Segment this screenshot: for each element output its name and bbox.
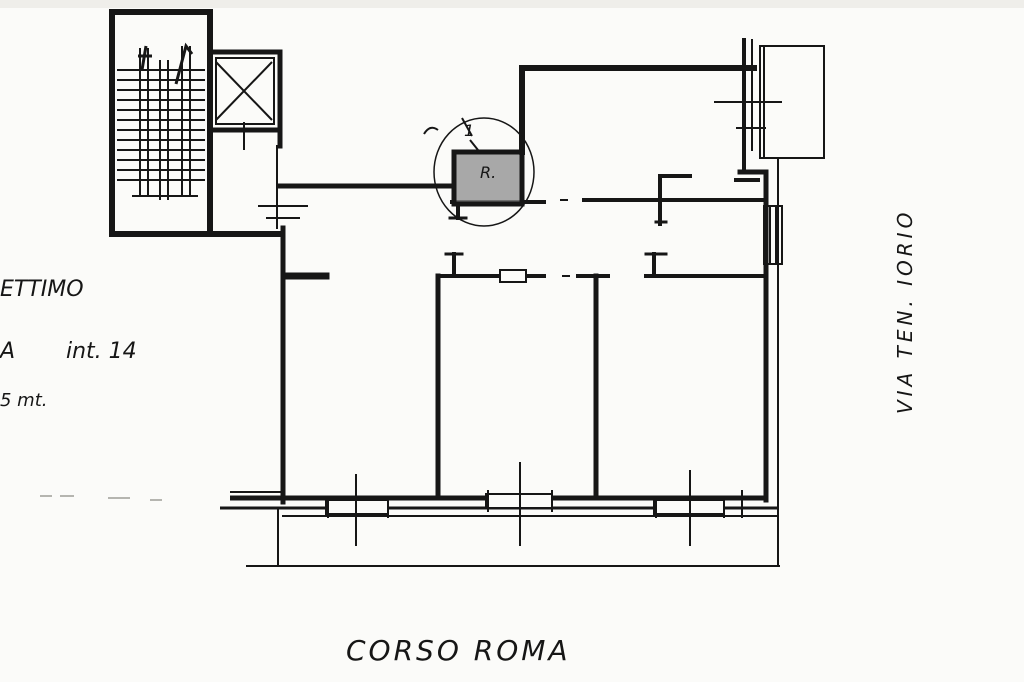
east-window bbox=[763, 205, 783, 265]
elevator-cross-b bbox=[215, 61, 273, 121]
outer-walls bbox=[276, 38, 779, 505]
facade-window-ticks bbox=[327, 462, 743, 546]
storage-room-walls bbox=[451, 149, 525, 207]
stair-arrow-down bbox=[138, 45, 152, 71]
door-ticks bbox=[258, 101, 782, 219]
storage-room-scribble bbox=[423, 117, 479, 151]
storage-room-label: R. bbox=[480, 163, 496, 182]
faint-marks bbox=[40, 495, 162, 501]
stairwell bbox=[109, 9, 285, 237]
storage-room: R. 1 bbox=[423, 117, 535, 227]
unit-label: A bbox=[0, 339, 15, 364]
interior-label: int. 14 bbox=[66, 339, 137, 364]
side-street-label: VIA TEN. IORIO bbox=[893, 209, 917, 414]
floor-label: ETTIMO bbox=[0, 277, 84, 302]
paper-shadow-band bbox=[0, 0, 1024, 8]
front-street-label: CORSO ROMA bbox=[346, 634, 571, 667]
height-label: 5 mt. bbox=[0, 390, 48, 411]
storage-room-mark: 1 bbox=[464, 121, 474, 140]
stair-handrails bbox=[132, 46, 198, 200]
storage-room-fill bbox=[456, 154, 520, 202]
storage-room-circle bbox=[433, 117, 535, 227]
corridor-vent bbox=[499, 269, 527, 283]
stair-arrow-up bbox=[174, 42, 194, 85]
